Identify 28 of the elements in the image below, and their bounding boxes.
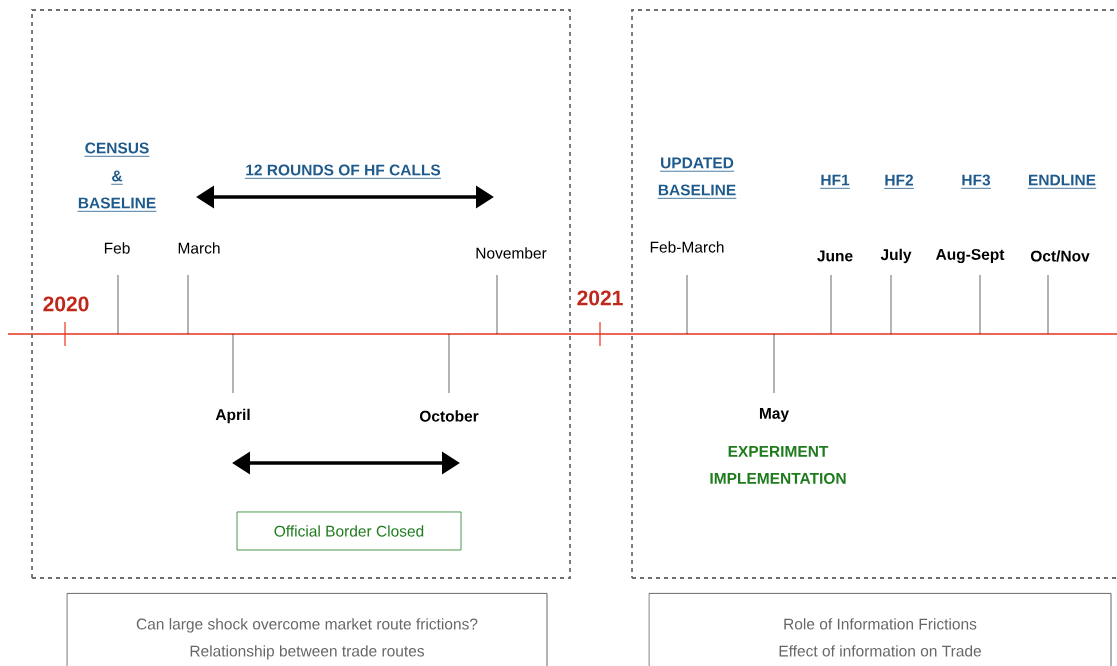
heading-link: BASELINE: [77, 197, 157, 212]
heading-link: UPDATED: [659, 157, 735, 172]
dashed-frame: [31, 9, 571, 579]
month-label: March: [178, 242, 220, 254]
heading-link: HF3: [960, 174, 992, 189]
question-box: Can large shock overcome market route frictions? Relationship between trade routes: [66, 593, 548, 666]
heading-link: BASELINE: [657, 184, 737, 199]
year-label: 2020: [43, 296, 89, 312]
heading-link: HF2: [883, 174, 915, 189]
month-label: June: [817, 250, 853, 262]
heading-link: CENSUS: [84, 142, 150, 157]
month-label: Feb-March: [650, 241, 724, 253]
month-label: Oct/Nov: [1030, 250, 1090, 262]
status-box: Official Border Closed: [236, 511, 462, 551]
month-label: July: [880, 248, 912, 264]
heading-link: &: [110, 170, 124, 185]
month-label: October: [419, 410, 479, 422]
dashed-frame: [631, 9, 1117, 579]
month-label: Aug-Sept: [935, 248, 1005, 264]
month-label: Feb: [104, 242, 130, 254]
phase-label: EXPERIMENT IMPLEMENTATION: [710, 446, 846, 484]
heading-link: HF1: [819, 174, 851, 189]
heading-link: 12 ROUNDS OF HF CALLS: [244, 164, 442, 179]
month-label: May: [759, 408, 789, 422]
month-label: November: [476, 247, 547, 259]
question-box: Role of Information Frictions Effect of information on Trade: [648, 593, 1112, 666]
month-label: April: [215, 408, 250, 424]
heading-link: ENDLINE: [1027, 174, 1097, 189]
